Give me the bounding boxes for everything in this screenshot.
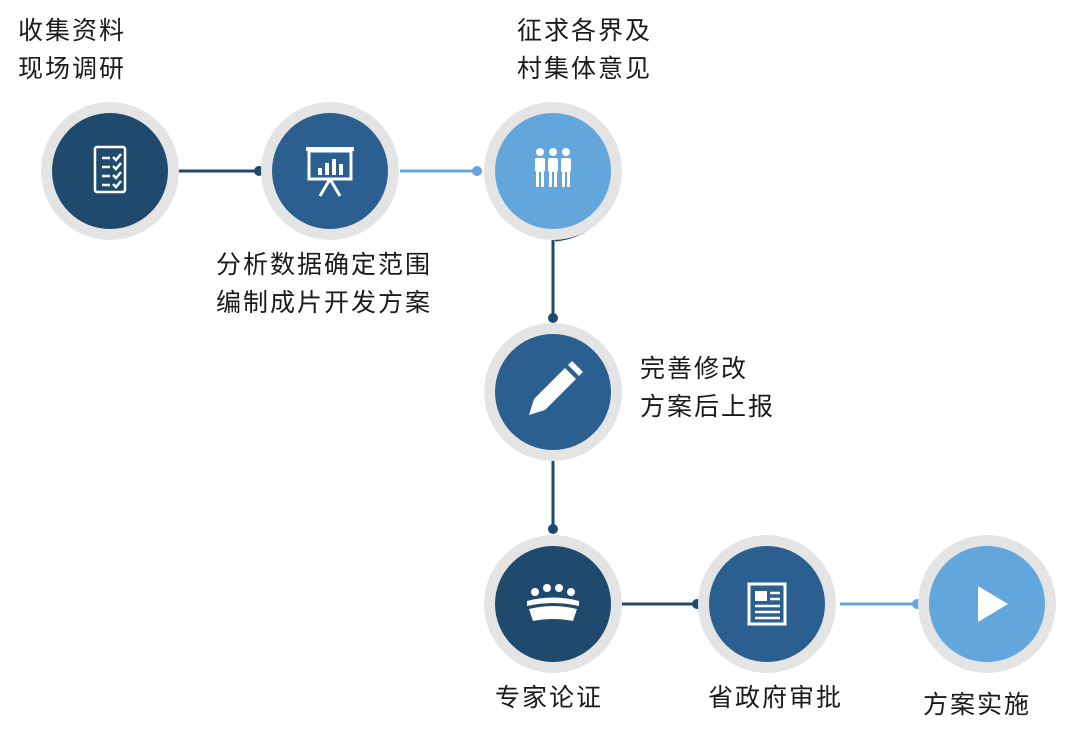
step-3-node: [484, 102, 622, 240]
presentation-chart-icon: [306, 147, 354, 197]
step-2-node: [261, 102, 399, 240]
step-7-line-1: 方案实施: [923, 690, 1032, 719]
step-3-line-1: 征求各界及: [517, 16, 653, 45]
newspaper-icon: [747, 582, 787, 626]
step-3-label: 征求各界及 村集体意见: [517, 12, 652, 88]
step-6-line-1: 省政府审批: [708, 683, 844, 712]
connector-4-5: [548, 460, 558, 534]
step-4-node: [484, 323, 622, 461]
connector-5-6: [622, 599, 702, 609]
meeting-icon: [527, 584, 579, 621]
step-1-line-1: 收集资料: [18, 16, 127, 45]
connector-2-3: [400, 166, 482, 176]
pencil-icon: [529, 361, 583, 415]
step-4-line-1: 完善修改: [640, 354, 749, 383]
step-5-line-1: 专家论证: [495, 683, 604, 712]
step-3-line-2: 村集体意见: [517, 54, 653, 83]
checklist-icon: [93, 145, 127, 194]
play-icon: [978, 586, 1008, 622]
step-5-label: 专家论证: [495, 679, 603, 717]
step-6-label: 省政府审批: [708, 679, 843, 717]
step-6-node: [698, 535, 836, 673]
step-2-line-2: 编制成片开发方案: [216, 288, 433, 317]
step-7-node: [918, 535, 1056, 673]
people-group-icon: [535, 148, 571, 187]
step-1-line-2: 现场调研: [18, 54, 127, 83]
step-2-line-1: 分析数据确定范围: [216, 250, 433, 279]
step-7-label: 方案实施: [923, 686, 1031, 724]
step-4-line-2: 方案后上报: [640, 392, 776, 421]
step-1-label: 收集资料 现场调研: [18, 12, 126, 88]
step-2-label: 分析数据确定范围 编制成片开发方案: [216, 246, 432, 322]
step-1-node: [41, 102, 179, 240]
step-5-node: [484, 535, 622, 673]
connector-1-2: [178, 166, 264, 176]
connector-6-7: [840, 599, 922, 609]
step-4-label: 完善修改 方案后上报: [640, 350, 775, 426]
